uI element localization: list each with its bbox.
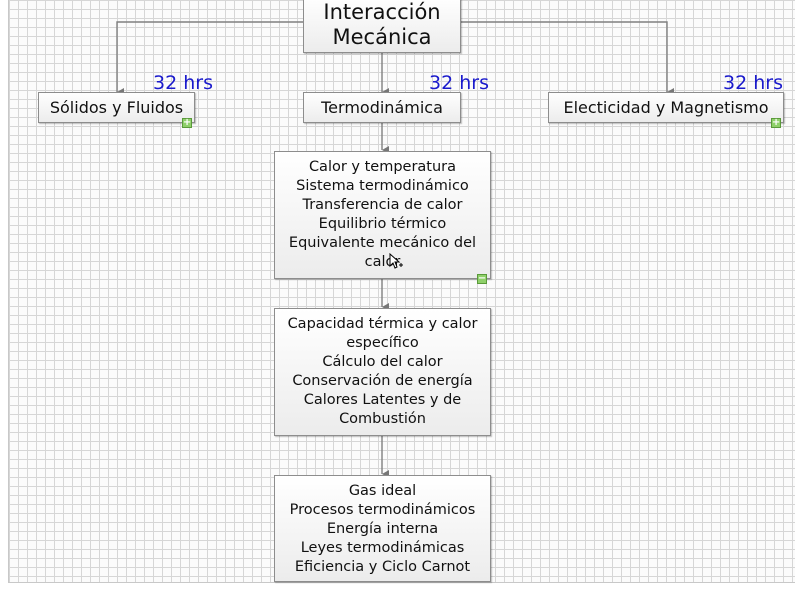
subtopic-line: Equivalente mecánico del: [288, 235, 477, 251]
branch-hours-termodinamica: 32 hrs: [429, 72, 489, 94]
expand-icon[interactable]: +: [771, 117, 781, 128]
subtopic-gas-ideal[interactable]: Gas ideal Procesos termodinámicos Energí…: [274, 475, 491, 582]
subtopic-line: Calor y temperatura: [308, 159, 457, 175]
central-topic-line-2: Mecánica: [332, 24, 432, 49]
subtopic-line: Combustión: [339, 411, 426, 427]
central-topic[interactable]: Interacción Mecánica: [303, 0, 461, 53]
subtopic-line: Cálculo del calor: [322, 354, 443, 370]
canvas-right-edge: [795, 0, 808, 594]
topic-label: Electicidad y Magnetismo: [563, 98, 769, 117]
subtopic-line: Transferencia de calor: [302, 197, 463, 213]
subtopic-line: Sistema termodinámico: [296, 178, 469, 194]
subtopic-line: Capacidad térmica y calor: [287, 316, 478, 332]
subtopic-line: Equilibrio térmico: [318, 216, 447, 232]
expand-icon[interactable]: +: [182, 117, 192, 128]
central-topic-line-1: Interacción: [323, 0, 441, 24]
topic-solidos-y-fluidos[interactable]: Sólidos y Fluidos: [38, 92, 195, 123]
topic-electicidad-y-magnetismo[interactable]: Electicidad y Magnetismo: [548, 92, 784, 123]
topic-label: Termodinámica: [321, 98, 443, 117]
topic-label: Sólidos y Fluidos: [49, 98, 184, 117]
branch-hours-solidos: 32 hrs: [153, 72, 213, 94]
branch-hours-electicidad: 32 hrs: [723, 72, 783, 94]
subtopic-line: Leyes termodinámicas: [300, 540, 465, 556]
subtopic-line: Conservación de energía: [292, 373, 473, 389]
subtopic-line: Gas ideal: [348, 483, 417, 499]
subtopic-line: Calores Latentes y de: [303, 392, 462, 408]
subtopic-line: Eficiencia y Ciclo Carnot: [294, 559, 471, 575]
collapse-icon[interactable]: −: [477, 273, 487, 284]
subtopic-calor[interactable]: Calor y temperatura Sistema termodinámic…: [274, 151, 491, 279]
subtopic-line: específico: [346, 335, 419, 351]
subtopic-line: Energía interna: [326, 521, 439, 537]
subtopic-line: Procesos termodinámicos: [289, 502, 476, 518]
subtopic-capacidad-termica[interactable]: Capacidad térmica y calor específico Cál…: [274, 308, 491, 436]
connector-to-electricidad: [460, 21, 674, 96]
connector-to-solidos: [116, 21, 303, 96]
move-cursor-icon: [389, 253, 403, 269]
topic-termodinamica[interactable]: Termodinámica: [303, 92, 461, 123]
